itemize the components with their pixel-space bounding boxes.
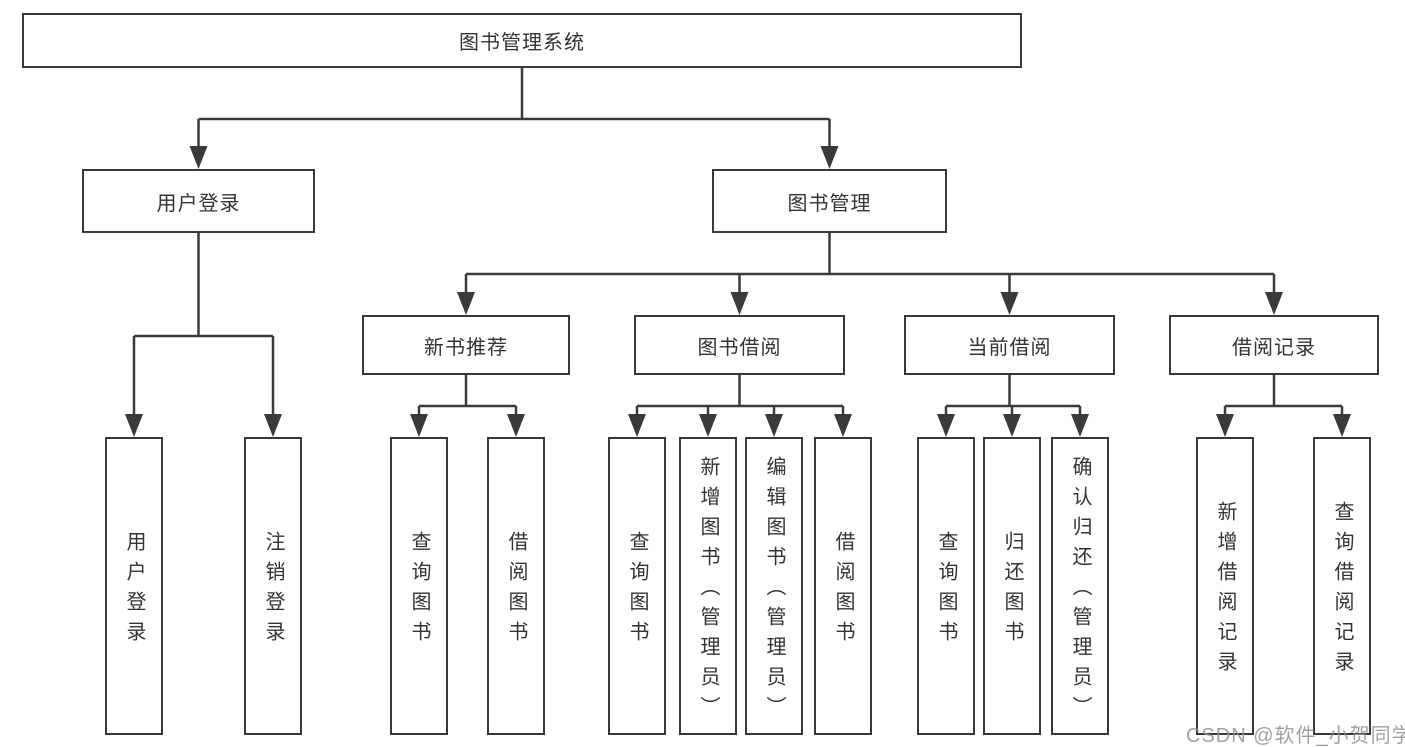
node-new-book-recommendation: 新书推荐 [362,315,570,375]
csdn-watermark: CSDN @软件_小贺同学 [1186,725,1405,747]
leaf-label: 确认归还（管理员） [1069,456,1091,726]
node-borrowing-records: 借阅记录 [1169,315,1379,375]
leaf-label: 注销登录 [262,531,284,651]
leaf-newbook-query-book: 查询图书 [390,437,448,735]
leaf-newbook-borrow-book: 借阅图书 [487,437,545,735]
leaf-query-borrow-record: 查询借阅记录 [1313,437,1371,735]
leaf-user-login: 用户登录 [105,437,163,735]
leaf-label: 查询图书 [935,531,957,651]
node-current-borrowing: 当前借阅 [904,315,1115,375]
node-root-library-system: 图书管理系统 [22,13,1022,68]
leaf-label: 借阅图书 [505,531,527,651]
leaf-add-borrow-record: 新增借阅记录 [1196,437,1254,735]
leaf-add-book-admin: 新增图书（管理员） [679,437,737,735]
leaf-confirm-return-admin: 确认归还（管理员） [1051,437,1109,735]
leaf-label: 新增图书（管理员） [697,456,719,726]
node-book-management: 图书管理 [712,169,947,233]
leaf-label: 新增借阅记录 [1214,501,1236,681]
node-book-borrowing: 图书借阅 [634,315,845,375]
leaf-edit-book-admin: 编辑图书（管理员） [745,437,803,735]
leaf-borrow-query-book: 查询图书 [608,437,666,735]
leaf-label: 归还图书 [1001,531,1023,651]
leaf-borrow-borrow-book: 借阅图书 [814,437,872,735]
leaf-return-book: 归还图书 [983,437,1041,735]
leaf-current-query-book: 查询图书 [917,437,975,735]
leaf-label: 编辑图书（管理员） [763,456,785,726]
leaf-logout: 注销登录 [244,437,302,735]
node-user-login: 用户登录 [82,169,315,233]
leaf-label: 查询图书 [408,531,430,651]
leaf-label: 查询图书 [626,531,648,651]
leaf-label: 查询借阅记录 [1331,501,1353,681]
leaf-label: 借阅图书 [832,531,854,651]
leaf-label: 用户登录 [123,531,145,651]
